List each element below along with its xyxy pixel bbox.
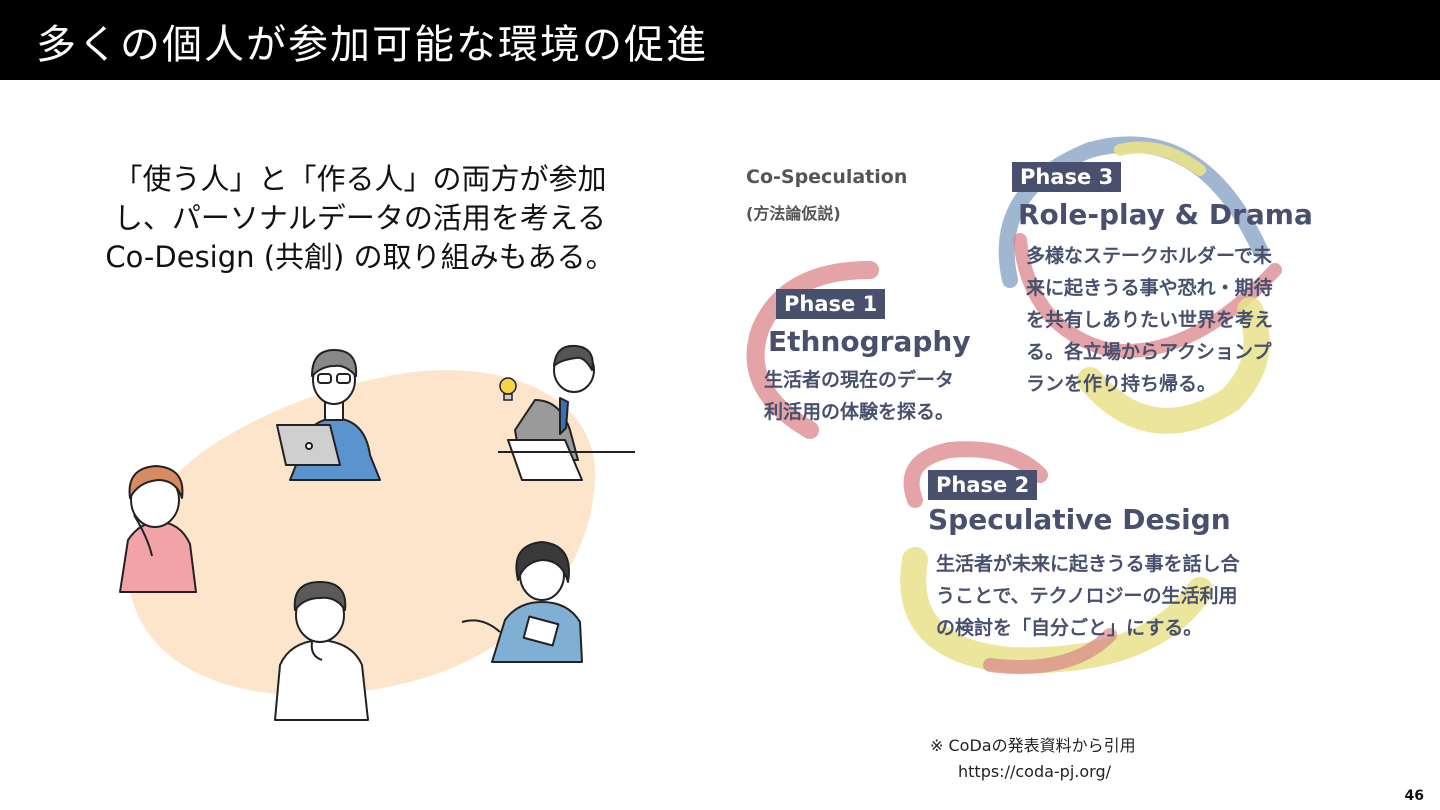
swirl-blue [998,136,1268,288]
co-design-people-illustration [119,344,635,721]
title-bar: 多くの個人が参加可能な環境の促進 [0,0,1440,80]
person-glasses-laptop [276,349,381,481]
page-number: 46 [1404,788,1424,804]
background-blob [127,370,596,696]
phase3-desc-line: る。各立場からアクションプ [1026,341,1272,363]
swirl-red-bottom [983,628,1117,674]
co-speculation-diagram: Co-Speculation (方法論仮説) Phase 3 Role-play… [730,130,1330,690]
phase3-desc-line: 来に起きうる事や恐れ・期待 [1026,277,1273,299]
co-speculation-sublabel: (方法論仮説) [746,204,841,223]
phase2-desc-line: の検討を「自分ごと」にする。 [936,617,1203,639]
swirl-yellow-top [1114,141,1206,176]
person-suit-laptop [498,344,635,481]
swirl-red-phase3 [1013,233,1282,358]
phase1-desc-line: 利活用の体験を探る。 [764,401,955,423]
lead-line: し、パーソナルデータの活用を考える [113,201,607,235]
phase1-tag: Phase 1 [776,289,886,319]
phase1-description: 生活者の現在のデータ 利活用の体験を探る。 [764,364,954,428]
co-speculation-label: Co-Speculation [746,166,908,188]
person-woman-gesturing [461,541,583,663]
phase2-desc-line: 生活者が未来に起きうる事を話し合 [936,553,1240,575]
person-white-thinking [274,581,369,721]
lightbulb-icon [499,377,517,401]
phase2-name: Speculative Design [928,503,1231,536]
phase1-name: Ethnography [768,325,971,358]
lead-line: Co-Design (共創) の取り組みもある。 [105,240,615,274]
person-pink-thinking [119,465,197,593]
swirl-red-phase1 [746,261,879,439]
slide-title: 多くの個人が参加可能な環境の促進 [36,22,708,68]
phase3-name: Role-play & Drama [1018,198,1313,231]
phase3-desc-line: を共有しありたい世界を考え [1026,309,1274,331]
phase-swirls [746,136,1282,674]
phase3-tag: Phase 3 [1012,162,1122,192]
phase3-description: 多様なステークホルダーで未 来に起きうる事や恐れ・期待 を共有しありたい世界を考… [1026,240,1273,400]
source-note: ※ CoDaの発表資料から引用 [930,736,1136,755]
phase2-desc-line: うことで、テクノロジーの生活利用 [936,585,1238,607]
phase3-desc-line: ランを作り持ち帰る。 [1026,373,1217,395]
phase1-desc-line: 生活者の現在のデータ [764,369,955,391]
lead-line: 「使う人」と「作る人」の両方が参加 [113,162,607,196]
swirl-red-phase2 [903,441,1048,508]
phase2-tag: Phase 2 [928,470,1038,500]
phase3-desc-line: 多様なステークホルダーで未 [1026,245,1272,267]
phase2-description: 生活者が未来に起きうる事を話し合 うことで、テクノロジーの生活利用 の検討を「自… [936,548,1240,644]
source-url[interactable]: https://coda-pj.org/ [958,762,1111,781]
lead-text: 「使う人」と「作る人」の両方が参加 し、パーソナルデータの活用を考える Co-D… [60,160,660,277]
swirl-yellow-phase3 [1077,297,1270,434]
